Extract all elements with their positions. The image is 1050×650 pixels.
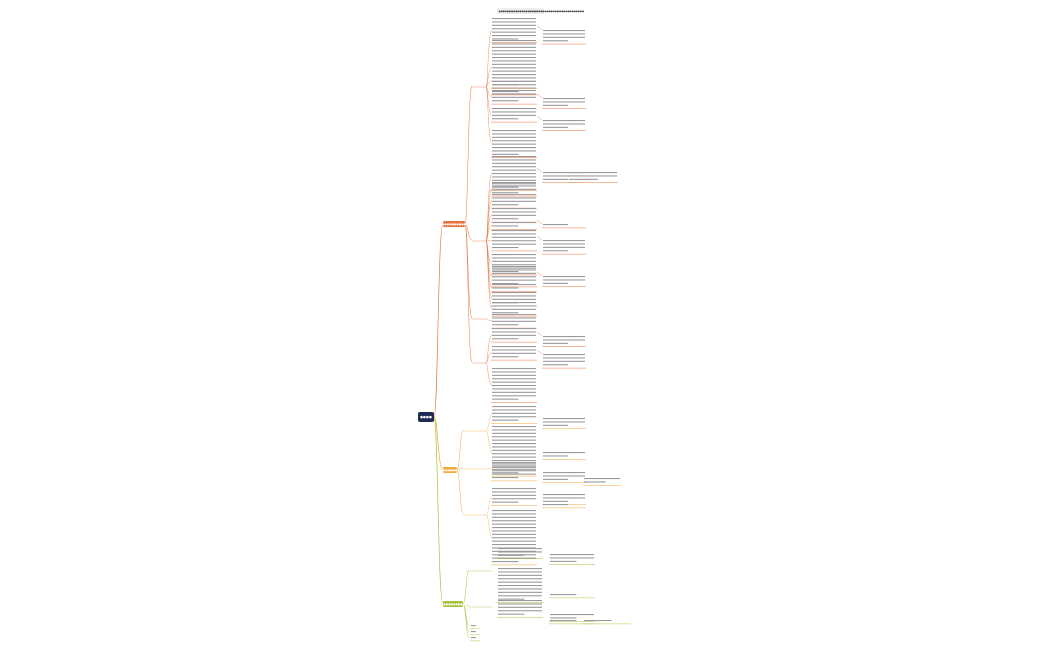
b1-leaf-text-14	[491, 284, 537, 292]
edge-b2-sub-2	[456, 469, 464, 515]
edge-b1-sub-3	[464, 223, 473, 363]
b3-detail-text-2	[549, 614, 595, 622]
edge-b1-leaf-0	[485, 29, 493, 88]
b2-deep-text	[583, 478, 621, 486]
edge-b1-leaf-11	[485, 240, 493, 242]
edge-b1-leaf-3	[485, 86, 493, 97]
b1-leaf-text-5	[491, 130, 537, 158]
edge-b1-leaf-4	[485, 86, 493, 115]
b1-detail-text-2	[542, 120, 586, 131]
b2-detail-text-4	[542, 504, 586, 509]
edge-b1-leaf-9	[485, 214, 493, 242]
b1-leaf-text-0	[491, 18, 537, 43]
b1-leaf-text-4	[491, 108, 537, 123]
edge-b1-sub-2	[464, 223, 473, 319]
b3-extra-text-0	[470, 625, 480, 630]
edge-b1-leaf-19	[485, 352, 493, 364]
b1-detail-text-0	[542, 30, 586, 45]
b1-leaf-text-15	[491, 292, 537, 307]
root-node[interactable]: ●●●●	[418, 412, 434, 422]
branch-node-2[interactable]: ●●●●●●	[442, 467, 458, 473]
edge-b3-extra-2	[462, 603, 470, 639]
b2-leaf-text-0	[491, 406, 537, 424]
branch-node-3[interactable]: ●●●●●●●●●●●●	[438, 601, 468, 607]
note-callout: ●●●●●●●●●●●●●●●●●●●●●●●●●●●●●●●●●●●●●●●●…	[497, 8, 585, 15]
edge-b1-detail-4	[536, 219, 543, 225]
edge-b1-leaf-2	[485, 80, 493, 88]
edge-b1-leaf-10	[485, 225, 493, 242]
b1-leaf-text-13	[491, 266, 537, 288]
b3-extra-text-2	[470, 637, 480, 642]
b1-leaf-text-1	[491, 40, 537, 96]
edge-b2-sub-0	[456, 429, 464, 471]
b1-detail-text-4	[542, 224, 586, 229]
edge-b3-sub-1	[462, 603, 470, 607]
edge-root-branch-1	[433, 223, 444, 418]
b3-extra-text-1	[470, 631, 480, 636]
b1-leaf-text-19	[491, 346, 537, 361]
edge-b1-sub-0	[464, 85, 473, 225]
edge-root-branch-3	[433, 416, 444, 605]
b2-leaf-text-1	[491, 426, 537, 482]
edge-b1-leaf-1	[485, 67, 493, 88]
b1-detail-text-3	[542, 172, 586, 183]
edge-b1-leaf-5	[485, 86, 493, 144]
edge-b1-detail-6	[536, 271, 543, 277]
edge-b1-detail-2	[536, 115, 543, 121]
b1-leaf-text-6	[491, 156, 537, 191]
b3-detail-text-1	[549, 594, 595, 599]
b1-deep-text	[568, 172, 618, 183]
b3-deep-text	[583, 620, 631, 625]
edge-b2-leaf-0	[485, 414, 493, 432]
b1-leaf-text-7	[491, 182, 537, 197]
edge-b2-sub-1	[456, 467, 464, 471]
edge-b1-detail-8	[536, 349, 543, 355]
b1-detail-text-1	[542, 98, 586, 109]
b1-leaf-text-3	[491, 90, 537, 105]
b2-leaf-text-4	[491, 510, 537, 566]
edge-b1-sub-1	[464, 223, 473, 241]
b1-leaf-text-11	[491, 230, 537, 252]
edge-b2-leaf-1	[485, 430, 493, 454]
b2-leaf-text-3	[491, 488, 537, 506]
b2-leaf-text-2	[491, 462, 537, 477]
b2-detail-text-3	[542, 494, 586, 505]
edge-b2-leaf-4	[485, 514, 493, 538]
branch-node-1[interactable]: ●●●●●●●●●●●●●●	[436, 221, 472, 227]
b3-leaf-text-1	[497, 568, 543, 603]
edge-b1-detail-3	[536, 167, 543, 173]
b3-leaf-text-0	[497, 548, 543, 559]
b1-detail-text-6	[542, 276, 586, 287]
b1-detail-text-8	[542, 354, 586, 369]
edge-b1-detail-0	[536, 25, 543, 31]
edge-b1-leaf-18	[485, 334, 493, 364]
b1-leaf-text-2	[491, 74, 537, 89]
b1-detail-text-5	[542, 240, 586, 255]
b1-leaf-text-9	[491, 208, 537, 223]
b1-detail-text-7	[542, 336, 586, 347]
edge-b1-leaf-17	[485, 318, 493, 321]
edge-b1-detail-1	[536, 93, 543, 99]
edge-b2-leaf-3	[485, 496, 493, 516]
b2-detail-text-1	[542, 452, 586, 460]
edge-b3-sub-0	[462, 569, 470, 605]
edge-b1-detail-7	[536, 331, 543, 337]
edge-b1-leaf-16	[485, 240, 493, 309]
b3-leaf-text-2	[497, 600, 543, 618]
b1-leaf-text-12	[491, 254, 537, 276]
b2-detail-text-2	[542, 472, 586, 483]
b1-leaf-text-18	[491, 328, 537, 343]
edge-b3-extra-1	[462, 603, 470, 633]
b3-detail-text-0	[549, 554, 595, 565]
b1-leaf-text-10	[491, 222, 537, 230]
edge-b1-leaf-20	[485, 362, 493, 386]
b2-detail-text-0	[542, 418, 586, 429]
edge-root-branch-2	[433, 416, 444, 471]
edge-b1-detail-5	[536, 235, 543, 241]
b1-leaf-text-20	[491, 368, 537, 403]
b1-leaf-text-16	[491, 302, 537, 317]
